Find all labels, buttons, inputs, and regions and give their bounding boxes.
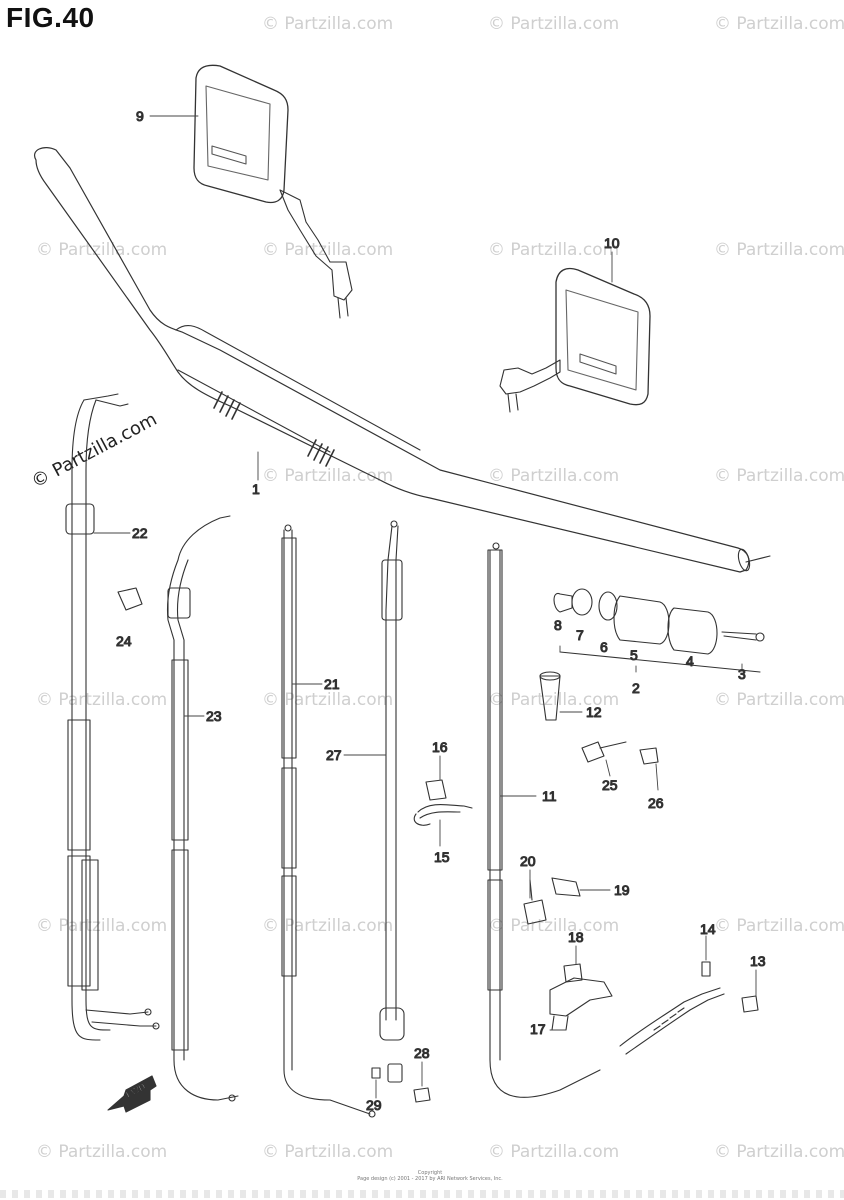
watermark: © Partzilla.com xyxy=(262,690,394,710)
cable-21[interactable] xyxy=(281,524,376,1118)
clamp-16-15[interactable] xyxy=(413,779,473,826)
watermark: © Partzilla.com xyxy=(36,240,168,260)
callout-10: 10 xyxy=(604,235,620,251)
callout-23: 23 xyxy=(206,708,222,724)
callout-19: 19 xyxy=(614,882,630,898)
callout-26: 26 xyxy=(648,795,664,811)
watermark: © Partzilla.com xyxy=(36,690,168,710)
watermark: © Partzilla.com xyxy=(488,916,620,936)
callout-12: 12 xyxy=(586,704,602,720)
callout-3: 3 xyxy=(738,666,746,682)
watermark: © Partzilla.com xyxy=(262,14,394,34)
callout-22: 22 xyxy=(132,525,148,541)
leader-lines xyxy=(93,115,757,1099)
callout-8: 8 xyxy=(554,617,562,633)
watermark: © Partzilla.com xyxy=(714,466,844,486)
callout-18: 18 xyxy=(568,929,584,945)
cable-guide-24[interactable] xyxy=(117,587,143,611)
watermark: © Partzilla.com xyxy=(262,1142,394,1162)
watermark: © Partzilla.com xyxy=(488,466,620,486)
callout-14: 14 xyxy=(700,921,716,937)
watermark: © Partzilla.com xyxy=(488,1142,620,1162)
watermark: © Partzilla.com xyxy=(488,240,620,260)
bottom-strip xyxy=(0,1190,844,1198)
callout-13: 13 xyxy=(750,953,766,969)
watermark: © Partzilla.com xyxy=(488,14,620,34)
copyright-line: Page design (c) 2001 - 2017 by ARI Netwo… xyxy=(357,1176,503,1182)
callout-25: 25 xyxy=(602,777,618,793)
bolt-18[interactable] xyxy=(563,963,583,983)
watermark: © Partzilla.com xyxy=(262,240,394,260)
callout-21: 21 xyxy=(324,676,340,692)
callout-24: 24 xyxy=(116,633,132,649)
callout-6: 6 xyxy=(600,639,608,655)
watermark: © Partzilla.com xyxy=(36,1142,168,1162)
clamp-25-26[interactable] xyxy=(581,741,659,765)
figure-title: FIG.40 xyxy=(6,2,95,33)
callout-20: 20 xyxy=(520,853,536,869)
throttle-cable[interactable] xyxy=(65,393,160,1041)
watermark: © Partzilla.com xyxy=(714,240,844,260)
callout-11: 11 xyxy=(542,788,557,804)
callout-1: 1 xyxy=(252,481,260,497)
callout-27: 27 xyxy=(326,747,342,763)
watermark: © Partzilla.com xyxy=(714,1142,844,1162)
mirror-right[interactable] xyxy=(499,267,651,413)
cable-end-13-14[interactable] xyxy=(619,961,759,1055)
callout-7: 7 xyxy=(576,627,584,643)
handlebar[interactable] xyxy=(34,147,771,573)
callout-29: 29 xyxy=(366,1097,382,1113)
forward-arrow: FWD xyxy=(107,1075,157,1113)
watermark: © Partzilla.com xyxy=(36,916,168,936)
cable-23[interactable] xyxy=(166,515,239,1102)
callout-9: 9 xyxy=(136,108,144,124)
copyright-notice: Copyright Page design (c) 2001 - 2017 by… xyxy=(300,1170,560,1182)
watermark: © Partzilla.com xyxy=(262,916,394,936)
copyright-line: Copyright xyxy=(417,1170,443,1176)
callout-2: 2 xyxy=(632,680,640,696)
watermark: © Partzilla.com xyxy=(714,916,844,936)
bolt-20[interactable] xyxy=(523,879,547,925)
watermark: © Partzilla.com xyxy=(714,14,844,34)
callout-5: 5 xyxy=(630,647,638,663)
lever-bracket-17[interactable] xyxy=(549,977,613,1031)
callout-28: 28 xyxy=(414,1045,430,1061)
cable-27[interactable] xyxy=(379,520,405,1083)
watermark: © Partzilla.com xyxy=(714,690,844,710)
grip-assembly[interactable] xyxy=(553,588,765,673)
callout-16: 16 xyxy=(432,739,448,755)
grommet-12[interactable] xyxy=(539,671,561,721)
watermark: © Partzilla.com xyxy=(488,690,620,710)
callout-17: 17 xyxy=(530,1021,546,1037)
callout-15: 15 xyxy=(434,849,450,865)
mirror-left[interactable] xyxy=(193,64,353,319)
bracket-19[interactable] xyxy=(551,877,581,897)
callout-labels: 9 10 1 22 24 23 21 27 16 15 11 8 7 6 5 4… xyxy=(115,107,766,1113)
watermark: © Partzilla.com xyxy=(262,466,394,486)
cable-11[interactable] xyxy=(487,542,601,1098)
clip-28-29[interactable] xyxy=(371,1067,431,1103)
callout-4: 4 xyxy=(686,653,694,669)
